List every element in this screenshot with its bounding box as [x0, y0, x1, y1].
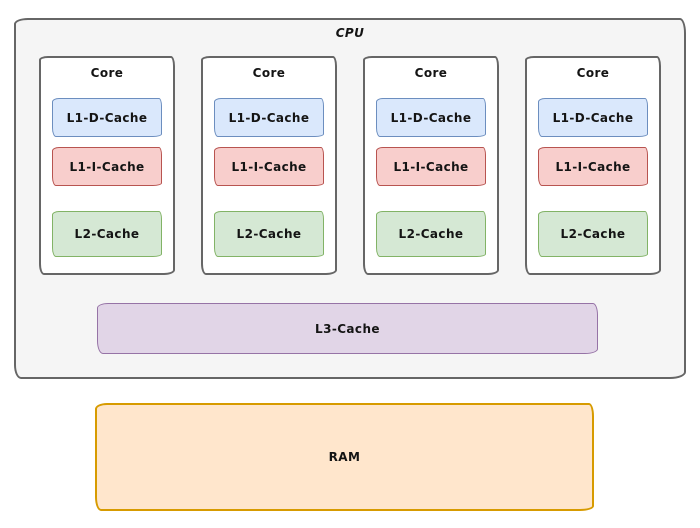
core-box-3: Core L1-D-Cache L1-I-Cache L2-Cache [363, 56, 499, 275]
l1-d-cache-label: L1-D-Cache [552, 110, 634, 125]
l1-i-cache-label: L1-I-Cache [231, 159, 307, 174]
l1-i-cache-label: L1-I-Cache [555, 159, 631, 174]
l2-cache-box: L2-Cache [538, 211, 648, 257]
l1-d-cache-box: L1-D-Cache [538, 98, 648, 137]
l1-d-cache-label: L1-D-Cache [228, 110, 310, 125]
l2-cache-label: L2-Cache [74, 227, 140, 241]
core-label: Core [576, 66, 610, 80]
l1-i-cache-label: L1-I-Cache [393, 159, 469, 174]
core-label: Core [414, 66, 448, 80]
core-box-2: Core L1-D-Cache L1-I-Cache L2-Cache [201, 56, 337, 275]
core-box-1: Core L1-D-Cache L1-I-Cache L2-Cache [39, 56, 175, 275]
l3-cache-box: L3-Cache [97, 303, 598, 354]
core-box-4: Core L1-D-Cache L1-I-Cache L2-Cache [525, 56, 661, 275]
l1-d-cache-label: L1-D-Cache [66, 110, 148, 125]
l2-cache-box: L2-Cache [376, 211, 486, 257]
l2-cache-label: L2-Cache [560, 227, 626, 241]
ram-label: RAM [328, 450, 361, 464]
l1-d-cache-label: L1-D-Cache [390, 110, 472, 125]
l1-i-cache-box: L1-I-Cache [52, 147, 162, 186]
core-label: Core [90, 66, 124, 80]
ram-box: RAM [95, 403, 594, 511]
l2-cache-label: L2-Cache [398, 227, 464, 241]
core-label: Core [252, 66, 286, 80]
l1-i-cache-box: L1-I-Cache [538, 147, 648, 186]
l1-i-cache-box: L1-I-Cache [376, 147, 486, 186]
l2-cache-label: L2-Cache [236, 227, 302, 241]
l1-d-cache-box: L1-D-Cache [52, 98, 162, 137]
l1-d-cache-box: L1-D-Cache [214, 98, 324, 137]
l1-d-cache-box: L1-D-Cache [376, 98, 486, 137]
l2-cache-box: L2-Cache [52, 211, 162, 257]
l1-i-cache-label: L1-I-Cache [69, 159, 145, 174]
l2-cache-box: L2-Cache [214, 211, 324, 257]
l1-i-cache-box: L1-I-Cache [214, 147, 324, 186]
cores-row: Core L1-D-Cache L1-I-Cache L2-Cache Core… [39, 56, 661, 275]
cpu-label: CPU [335, 26, 365, 40]
l3-cache-label: L3-Cache [315, 321, 380, 336]
